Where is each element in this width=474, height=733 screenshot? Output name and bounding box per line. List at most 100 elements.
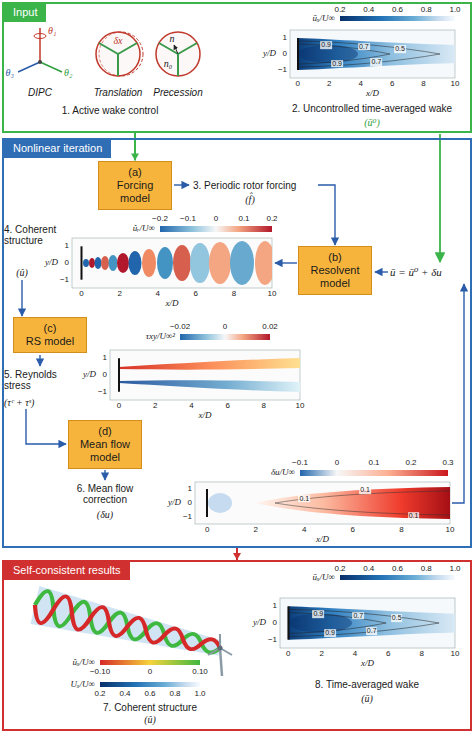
tick-label: 1 [273,602,277,611]
tick-label: 0.2 [266,215,277,224]
coherent-structure-plot [129,251,142,275]
tick-label: 0.10 [192,668,208,677]
mean-flow-correction-plot [275,503,450,515]
panel-title: Self-consistent results [13,564,121,576]
coherent-structure-plot [255,241,272,285]
reynolds-stress-plot [118,358,120,391]
tick-label: 8 [399,526,403,535]
helix-wake-sketch [31,586,232,676]
helix-wake-sketch [31,586,225,667]
colorbar-title: ūₓ/U∞ [313,573,335,583]
tick-label: 10 [268,290,277,299]
reynolds-stress-plot [110,350,300,400]
tick-label: 0.2 [94,690,105,699]
tick-label: 0.4 [119,690,130,699]
axis-title: x/D [316,535,329,545]
tick-label: 8 [232,290,236,299]
symbol-label: (ū⁰) [364,117,380,128]
illustration-layer [280,598,455,648]
angle-label: θ₂ [64,67,72,78]
tick-label: −1 [268,635,277,644]
step-label: 1. Active wake control [62,105,159,116]
step-label: 4. Coherent structure [4,224,66,246]
symbol-label: (f̂) [245,194,254,205]
coherent-structure-plot [83,241,272,285]
tick-label: 1 [188,485,192,494]
tick-label: 0.4 [363,565,374,574]
tick-label: 4 [302,526,306,535]
coherent-structure-plot [173,245,191,281]
flow-connector [233,548,241,560]
reynolds-stress-plot [119,358,300,370]
flow-arrows [22,134,464,503]
tick-label: 0 [188,499,192,508]
colorbars [160,226,272,232]
dipc-sketch [18,62,40,72]
tick-label: 0.8 [421,565,432,574]
axis-title: x/D [361,659,374,669]
tick-label: 0 [65,259,69,268]
coherent-structure-plot [72,238,275,288]
colorbars [340,575,455,580]
precession-sketch [156,32,200,76]
axis-title: x/D [366,89,379,99]
contour-label: 0.9 [312,610,324,618]
tick-label: 2 [117,290,121,299]
colorbar-title: ūₓ/U∞ [313,14,335,24]
dipc-sketch [34,34,46,39]
translation-sketch [96,32,143,76]
colorbars [180,334,270,340]
box-text: Mean flow model [75,438,135,464]
step-label: 7. Coherent structure [103,702,197,713]
box-text: (a) [105,166,165,179]
coherent-structure-plot [109,255,118,271]
tick-label: 4 [358,80,362,89]
coherent-structure-plot [230,241,254,285]
flow-arrows [439,134,441,262]
dipc-sketch [38,60,42,64]
contour-label: 0.7 [358,43,370,51]
axis-title: y/D [168,498,181,508]
colorbars [100,660,200,665]
colorbars [100,682,200,687]
tick-label: 0 [103,371,107,380]
helix-wake-sketch [31,590,223,664]
tick-label: 6 [194,290,198,299]
reynolds-stress-plot [110,350,300,400]
tick-label: −0.2 [152,215,168,224]
symbol-label: (τᶜ + τˢ) [4,397,34,408]
axis-title: y/D [45,258,58,268]
step-label: 8. Time-averaged wake [315,679,419,690]
tick-label: 0.2 [405,459,416,468]
contour-label: 0.9 [320,41,332,49]
box-text: Forcing model [105,179,165,205]
model-box: (d)Mean flow model [68,420,142,469]
tick-label: 1 [283,34,287,43]
tick-label: 1.0 [449,565,460,574]
axis-title: y/D [83,370,96,380]
tick-label: 10 [296,402,305,411]
mean-flow-correction-plot [208,493,232,513]
contour-label: 0.7 [352,612,364,620]
flow-arrows [452,284,464,503]
angle-label: θ₃ [6,67,14,78]
precession-sketch [159,43,178,54]
coherent-structure-plot [81,246,83,279]
tick-label: −0.1 [292,459,308,468]
tick-label: 4 [155,290,159,299]
flow-arrows [375,271,388,272]
tick-label: −1 [183,513,192,522]
flow-arrows [21,280,22,316]
tick-label: 6 [386,650,390,659]
coherent-structure-plot [190,243,210,283]
tick-label: 0.1 [368,459,379,468]
box-text: Resolvent model [305,264,365,290]
coherent-structure-plot [117,253,129,273]
axis-title: y/D [263,49,276,59]
tick-label: 1 [103,354,107,363]
panel-title: Nonlinear iteration [13,142,102,154]
contour-label: 0.9 [324,629,336,637]
tick-label: −0.10 [90,668,110,677]
tick-label: 0 [296,80,300,89]
tick-label: 2 [319,650,323,659]
